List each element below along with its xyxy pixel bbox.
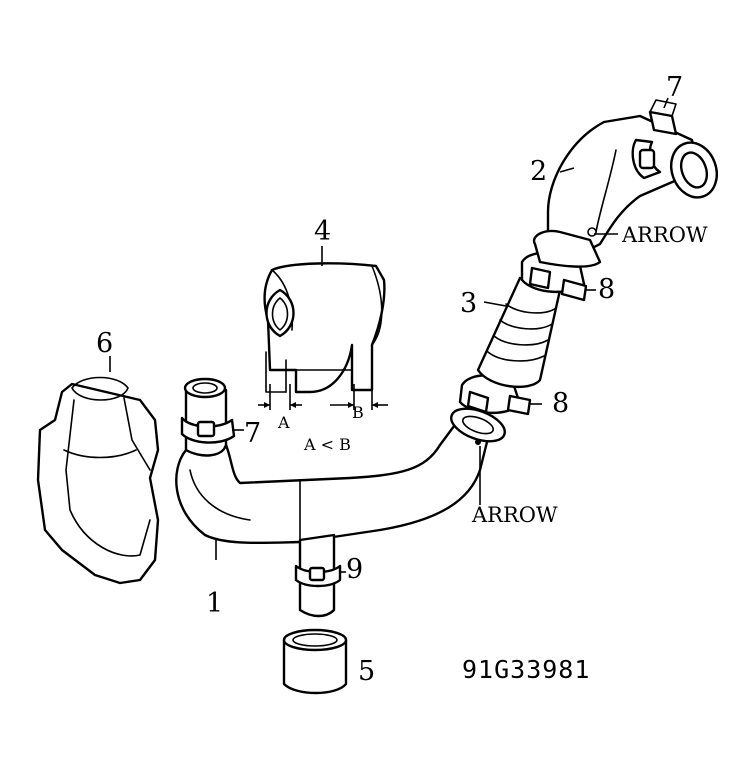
- callout-8-upper: 8: [598, 274, 615, 305]
- upper-hose-part: [532, 114, 702, 268]
- dimension-marks: [258, 384, 388, 410]
- callout-7-top: 7: [666, 72, 683, 103]
- dim-a-label: A: [277, 413, 290, 432]
- callout-2: 2: [530, 156, 547, 187]
- callout-3: 3: [460, 288, 477, 319]
- callout-4: 4: [314, 216, 331, 247]
- callout-7-left: 7: [244, 418, 261, 449]
- upper-hose-end: [631, 138, 718, 199]
- dim-b-label: B: [352, 403, 364, 422]
- arrow-label-bottom: ARROW: [471, 503, 558, 527]
- callout-8-lower: 8: [552, 388, 569, 419]
- bracket-part: [263, 262, 386, 394]
- lower-hose-stub: [183, 377, 228, 457]
- figure-code: 91G33981: [462, 655, 590, 684]
- callout-9: 9: [346, 554, 363, 585]
- cover-part: [36, 376, 160, 585]
- cap-part: [282, 628, 348, 695]
- callout-1: 1: [206, 588, 223, 619]
- callout-5: 5: [358, 656, 375, 687]
- leader-lines: [109, 97, 669, 560]
- clamp-top-part: [648, 99, 678, 136]
- lower-hose-part: [175, 416, 492, 545]
- middle-hose-part: [476, 276, 562, 388]
- hose-connector-ring: [450, 407, 506, 445]
- bottom-spigot-part: [294, 533, 346, 618]
- clamp-left-part: [180, 416, 244, 444]
- callout-6: 6: [96, 328, 113, 359]
- dim-relation-label: A < B: [303, 435, 351, 454]
- arrow-label-top: ARROW: [621, 223, 708, 247]
